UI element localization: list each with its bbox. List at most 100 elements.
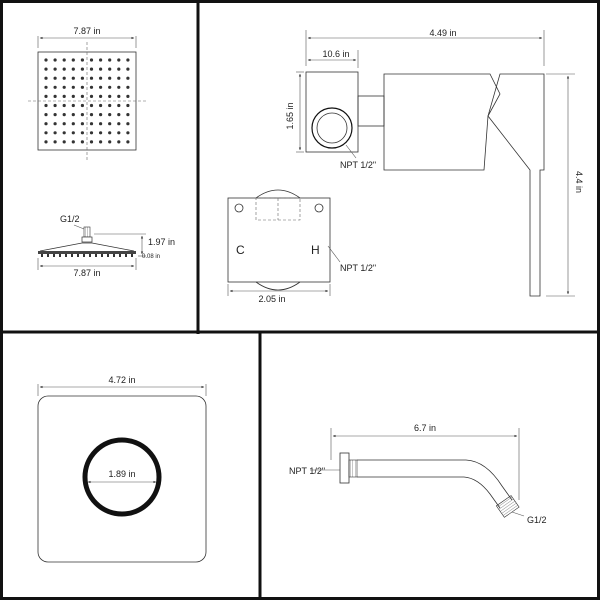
nozzle-dot (53, 58, 57, 62)
nozzle-tip (77, 254, 79, 257)
nozzle-dot (108, 58, 112, 62)
shower-head-side-width-label: 7.87 in (73, 268, 100, 278)
nozzle-dot (62, 58, 66, 62)
shower-head-height-label: 1.97 in (148, 237, 175, 247)
nozzle-dot (89, 113, 94, 117)
trim-plate-width-label: 4.72 in (108, 375, 135, 385)
nozzle-dot (62, 103, 66, 108)
nozzle-dot (44, 94, 48, 98)
nozzle-dot (53, 140, 57, 144)
nozzle-dot (117, 67, 121, 71)
nozzle-dot (89, 103, 94, 108)
nozzle-dot (44, 122, 48, 126)
nozzle-tip (131, 254, 133, 257)
nozzle-dot (44, 113, 48, 117)
nozzle-dot (71, 113, 75, 117)
nozzle-dot (108, 113, 112, 117)
nozzle-dot (117, 103, 121, 108)
shower-arm-panel: 6.7 in NPT 1/2" G1/2 (289, 423, 547, 525)
nozzle-dot (117, 76, 121, 80)
nozzle-dot (71, 122, 75, 126)
nozzle-tip (101, 254, 103, 257)
trim-plate-hole (82, 437, 162, 517)
nozzle-dot (117, 94, 121, 98)
nozzle-dot (99, 131, 103, 135)
nozzle-dot (89, 58, 94, 62)
nozzle-dot (89, 122, 94, 126)
nozzle-dot (71, 85, 75, 89)
nozzle-dot (89, 76, 94, 80)
nozzle-dot (126, 67, 130, 71)
nozzle-dot (108, 140, 112, 144)
nozzle-tip (119, 254, 121, 257)
nozzle-dot (62, 131, 66, 135)
nozzle-dot (44, 140, 48, 144)
nozzle-dot (99, 103, 103, 108)
trim-plate-hole-label: 1.89 in (108, 469, 135, 479)
nozzle-dot (80, 85, 84, 89)
nozzle-dot (80, 94, 84, 98)
nozzle-dot (53, 94, 57, 98)
nozzle-dot (89, 140, 94, 144)
shower-head-connector-label: G1/2 (60, 214, 80, 224)
nozzle-tip (95, 254, 97, 257)
nozzle-tip (113, 254, 115, 257)
nozzle-dot (108, 67, 112, 71)
nozzle-dot (71, 94, 75, 98)
valve-front-view: C H NPT 1/2" 2.05 in (227, 189, 376, 304)
valve-side-view: 4.49 in 10.6 in NPT 1/2" 1.65 in 4.4 in (285, 28, 584, 297)
nozzle-dot (117, 113, 121, 117)
nozzle-dot (44, 76, 48, 80)
shower-head-panel: 7.87 in G1/2 1.97 in 0.08 in 7.87 in (28, 26, 175, 278)
nozzle-tip (89, 254, 91, 257)
valve-panel: 4.49 in 10.6 in NPT 1/2" 1.65 in 4.4 in (227, 28, 584, 304)
nozzle-dot (99, 113, 103, 117)
nozzle-dot (108, 76, 112, 80)
nozzle-dot (126, 85, 130, 89)
nozzle-dot (108, 122, 112, 126)
nozzle-dot (89, 67, 94, 71)
nozzle-tip (65, 254, 67, 257)
nozzle-dot (99, 140, 103, 144)
trim-plate-panel: 4.72 in 1.89 in (37, 375, 207, 563)
nozzle-tip (53, 254, 55, 257)
shower-arm-inlet-label: NPT 1/2" (289, 466, 325, 476)
nozzle-dot (62, 122, 66, 126)
nozzle-dot (53, 131, 57, 135)
nozzle-tip (59, 254, 61, 257)
nozzle-tip (107, 254, 109, 257)
valve-cold-label: C (236, 243, 245, 257)
nozzle-dot (71, 67, 75, 71)
nozzle-dot (71, 131, 75, 135)
nozzle-grid (44, 58, 130, 144)
nozzle-dot (62, 67, 66, 71)
shower-arm-length-label: 6.7 in (414, 423, 436, 433)
valve-body-height-label: 1.65 in (285, 102, 295, 129)
nozzle-dot (80, 113, 84, 117)
nozzle-dot (117, 140, 121, 144)
nozzle-row (41, 254, 133, 257)
nozzle-dot (53, 122, 57, 126)
nozzle-dot (44, 131, 48, 135)
nozzle-dot (62, 76, 66, 80)
nozzle-dot (117, 131, 121, 135)
nozzle-dot (71, 76, 75, 80)
nozzle-dot (99, 58, 103, 62)
nozzle-dot (80, 131, 84, 135)
nozzle-dot (108, 85, 112, 89)
nozzle-dot (117, 85, 121, 89)
nozzle-dot (126, 140, 130, 144)
nozzle-dot (44, 67, 48, 71)
nozzle-tip (83, 254, 85, 257)
nozzle-dot (71, 58, 75, 62)
valve-overall-width-label: 4.49 in (429, 28, 456, 38)
nozzle-dot (108, 103, 112, 108)
nozzle-dot (71, 140, 75, 144)
nozzle-dot (99, 76, 103, 80)
nozzle-dot (80, 103, 84, 108)
shower-head-top-width-label: 7.87 in (73, 26, 100, 36)
nozzle-dot (44, 103, 48, 108)
valve-overall-height-label: 4.4 in (574, 171, 584, 193)
nozzle-dot (126, 76, 130, 80)
